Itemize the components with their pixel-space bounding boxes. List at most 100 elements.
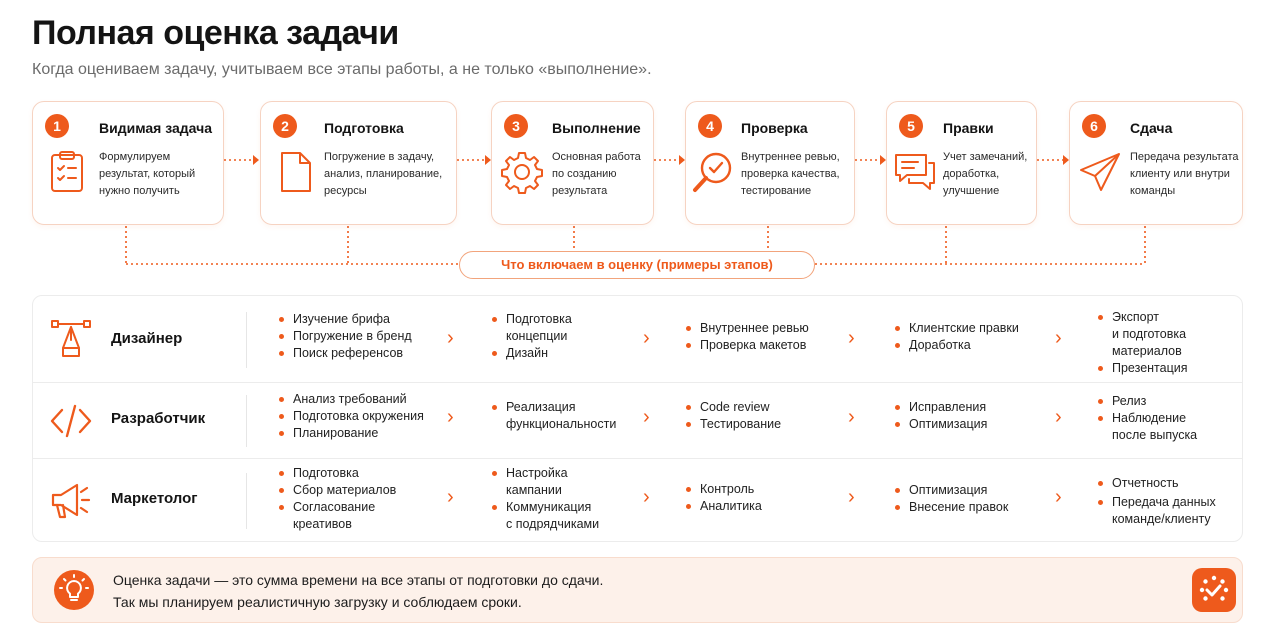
list-item: Анализ требований [277,391,447,408]
list-item: Согласование креативов [277,499,447,533]
summary-line-2: Так мы планируем реалистичную загрузку и… [113,594,522,610]
step-title: Видимая задача [99,120,213,136]
list-item: Реализация функциональности [490,399,640,433]
step-number: 5 [899,114,923,138]
step-title: Проверка [741,120,808,136]
step-description: Формулируем результат, который нужно пол… [99,151,196,197]
summary-text: Оценка задачи — это сумма времени на все… [113,569,603,613]
task-column: Исправления Оптимизация [893,399,1053,433]
document-icon [281,152,311,192]
list-item: Контроль [684,481,844,498]
list-item: Внутреннее ревью [684,320,844,337]
chevron-right-icon: › [447,327,454,349]
chevron-right-icon: › [848,406,855,428]
role-name: Дизайнер [111,330,183,347]
step-number: 1 [45,114,69,138]
list-item: Подготовка окружения [277,408,447,425]
paper-plane-icon [1080,153,1120,191]
task-column: Экспорт и подготовка материалов Презента… [1096,309,1236,377]
step-title: Подготовка [324,120,404,136]
list-item: Передача данных команде/клиенту [1096,494,1241,528]
chevron-right-icon: › [1055,486,1062,508]
list-item: Погружение в бренд [277,328,447,345]
task-column: Code review Тестирование [684,399,844,433]
role-row-developer: Разработчик Анализ требований Подготовка… [33,383,1242,459]
list-item: Настройка кампании [490,465,640,499]
list-item: Сбор материалов [277,482,447,499]
task-column: Релиз Наблюдение после выпуска [1096,393,1236,444]
task-column: Оптимизация Внесение правок [893,482,1053,516]
list-item: Оптимизация [893,416,1053,433]
summary-line-1: Оценка задачи — это сумма времени на все… [113,572,604,588]
list-item: Изучение брифа [277,311,447,328]
step-card-6: 6 Сдача Передача результата клиенту или … [1069,101,1243,225]
step-card-2: 2 Подготовка Погружение в задачу, анализ… [260,101,457,225]
step-description: Основная работа по созданию результата [552,151,641,197]
chevron-right-icon: › [643,486,650,508]
divider [246,312,247,368]
chevron-right-icon: › [447,486,454,508]
divider [246,395,247,447]
step-title: Выполнение [552,120,641,136]
task-column: Контроль Аналитика [684,481,844,515]
list-item: Экспорт и подготовка материалов [1096,309,1236,360]
list-item: Проверка макетов [684,337,844,354]
role-row-marketer: Маркетолог Подготовка Сбор материалов Со… [33,459,1242,543]
list-item: Оптимизация [893,482,1053,499]
list-item: Дизайн [490,345,630,362]
step-title: Правки [943,120,994,136]
lightbulb-icon [54,570,94,610]
pen-tool-icon [51,320,91,357]
page-subtitle: Когда оцениваем задачу, учитываем все эт… [32,61,652,78]
list-item: Клиентские правки [893,320,1053,337]
step-card-5: 5 Правки Учет замечаний, доработка, улуч… [886,101,1037,225]
chevron-right-icon: › [1055,327,1062,349]
divider [246,473,247,529]
list-item: Исправления [893,399,1053,416]
chevron-right-icon: › [643,406,650,428]
chat-icon [895,154,935,190]
list-item: Отчетность [1096,475,1241,492]
code-icon [50,404,92,438]
list-item: Code review [684,399,844,416]
list-item: Планирование [277,425,447,442]
task-column: Подготовка концепции Дизайн [490,311,630,362]
chevron-right-icon: › [848,327,855,349]
list-item: Внесение правок [893,499,1053,516]
step-number: 6 [1082,114,1106,138]
list-item: Тестирование [684,416,844,433]
step-title: Сдача [1130,120,1173,136]
gear-icon [501,152,543,194]
page-title: Полная оценка задачи [32,14,399,52]
role-name: Маркетолог [111,490,198,507]
list-item: Наблюдение после выпуска [1096,410,1236,444]
task-column: Отчетность Передача данных команде/клиен… [1096,475,1241,528]
step-description: Погружение в задачу, анализ, планировани… [324,151,443,197]
task-column: Настройка кампании Коммуникация с подряд… [490,465,640,533]
step-card-3: 3 Выполнение Основная работа по созданию… [491,101,654,225]
task-column: Внутреннее ревью Проверка макетов [684,320,844,354]
clipboard-icon [51,151,83,192]
step-card-1: 1 Видимая задача Формулируем результат, … [32,101,224,225]
list-item: Релиз [1096,393,1236,410]
roles-table: Дизайнер Изучение брифа Погружение в бре… [32,295,1243,542]
step-card-4: 4 Проверка Внутреннее ревью, проверка ка… [685,101,855,225]
task-column: Подготовка Сбор материалов Согласование … [277,465,447,533]
list-item: Аналитика [684,498,844,515]
chevron-right-icon: › [848,486,855,508]
step-description: Внутреннее ревью, проверка качества, тес… [741,151,840,197]
task-column: Изучение брифа Погружение в бренд Поиск … [277,311,447,362]
summary-banner: Оценка задачи — это сумма времени на все… [32,557,1243,623]
step-number: 2 [273,114,297,138]
role-row-designer: Дизайнер Изучение брифа Погружение в бре… [33,296,1242,383]
step-number: 3 [504,114,528,138]
list-item: Доработка [893,337,1053,354]
chevron-right-icon: › [643,327,650,349]
list-item: Коммуникация с подрядчиками [490,499,640,533]
megaphone-icon [51,483,91,519]
chevron-right-icon: › [447,406,454,428]
center-label: Что включаем в оценку (примеры этапов) [459,251,815,279]
connectors [125,155,1146,265]
list-item: Подготовка концепции [490,311,630,345]
role-name: Разработчик [111,410,206,427]
